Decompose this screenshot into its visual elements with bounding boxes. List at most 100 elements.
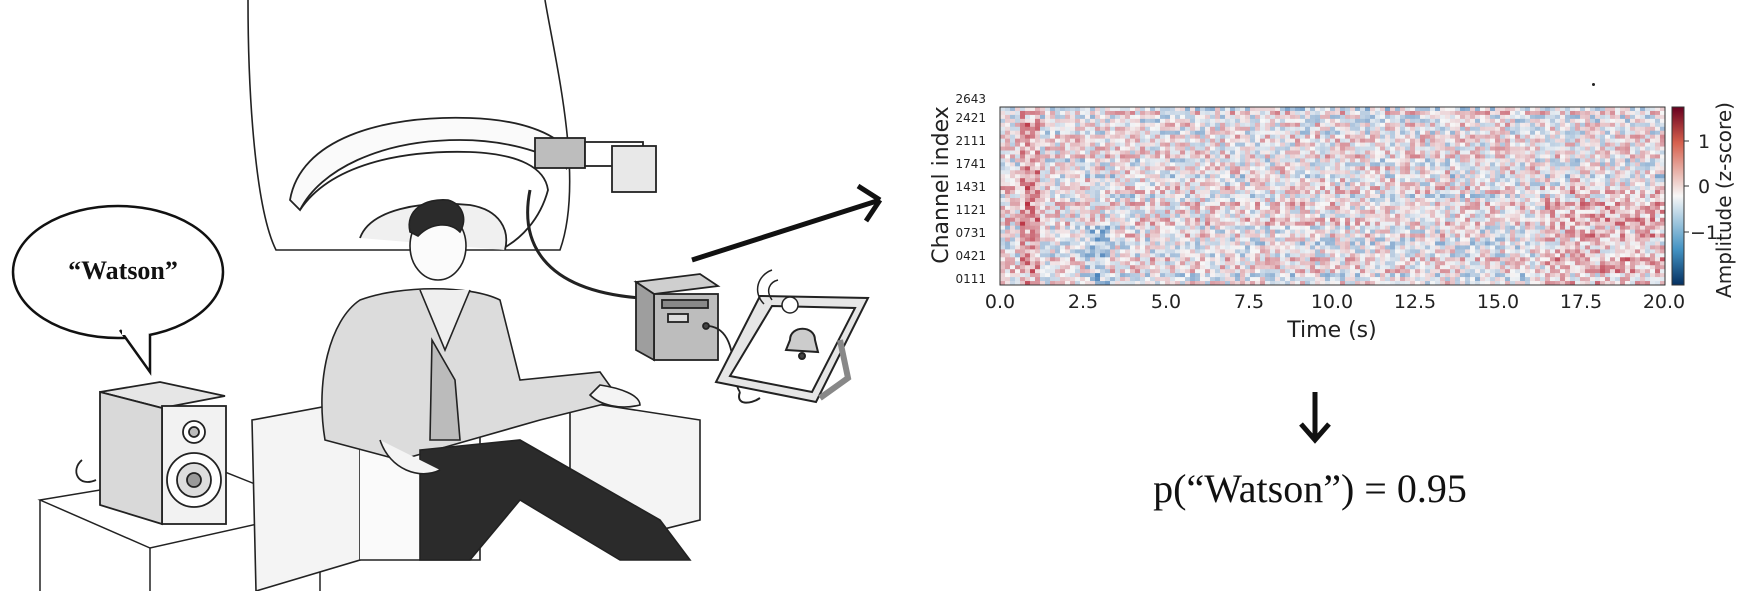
heatmap-cell (1060, 150, 1066, 155)
heatmap-cell (1095, 229, 1101, 234)
heatmap-cell (1330, 249, 1336, 254)
heatmap-cell (1015, 122, 1021, 128)
heatmap-cell (1360, 249, 1366, 254)
heatmap-cell (1565, 225, 1571, 230)
heatmap-cell (1120, 158, 1126, 163)
heatmap-cell (1305, 245, 1311, 250)
heatmap-cell (1385, 130, 1391, 135)
heatmap-cell (1000, 253, 1006, 258)
heatmap-cell (1180, 213, 1186, 219)
heatmap-cell (1135, 249, 1141, 254)
heatmap-cell (1165, 166, 1171, 171)
heatmap-cell (1660, 229, 1666, 234)
heatmap-cell (1520, 245, 1526, 250)
heatmap-cell (1165, 217, 1171, 223)
heatmap-cell (1380, 194, 1386, 199)
heatmap-cell (1190, 245, 1196, 250)
heatmap-cell (1085, 122, 1091, 128)
heatmap-cell (1590, 213, 1596, 219)
heatmap-cell (1505, 110, 1511, 116)
heatmap-cell (1450, 186, 1456, 191)
heatmap-cell (1030, 186, 1036, 191)
heatmap-cell (1050, 146, 1056, 151)
heatmap-cell (1545, 162, 1551, 167)
heatmap-cell (1455, 142, 1461, 147)
y-tick-label: 1121 (955, 203, 986, 217)
heatmap-cell (1650, 229, 1656, 234)
heatmap-cell (1485, 213, 1491, 219)
heatmap-cell (1235, 190, 1241, 195)
heatmap-cell (1340, 110, 1346, 116)
heatmap-cell (1415, 205, 1421, 211)
heatmap-cell (1625, 162, 1631, 167)
heatmap-cell (1510, 154, 1516, 159)
heatmap-cell (1300, 150, 1306, 155)
heatmap-cell (1065, 194, 1071, 199)
heatmap-cell (1105, 122, 1111, 128)
heatmap-cell (1470, 237, 1476, 242)
heatmap-cell (1260, 118, 1266, 124)
heatmap-cell (1025, 249, 1031, 254)
heatmap-cell (1250, 146, 1256, 151)
heatmap-cell (1045, 209, 1051, 215)
heatmap-cell (1610, 118, 1616, 124)
heatmap-cell (1140, 225, 1146, 230)
heatmap-cell (1225, 130, 1231, 135)
heatmap-cell (1310, 194, 1316, 199)
heatmap-cell (1095, 150, 1101, 155)
heatmap-cell (1325, 190, 1331, 195)
heatmap-cell (1660, 170, 1666, 175)
heatmap-cell (1140, 221, 1146, 226)
heatmap-cell (1265, 166, 1271, 171)
heatmap-cell (1190, 194, 1196, 199)
heatmap-cell (1150, 114, 1156, 120)
heatmap-cell (1545, 150, 1551, 155)
heatmap-cell (1250, 249, 1256, 254)
heatmap-cell (1620, 221, 1626, 226)
heatmap-cell (1460, 221, 1466, 226)
heatmap-cell (1380, 249, 1386, 254)
heatmap-cell (1055, 162, 1061, 167)
heatmap-cell (1125, 154, 1131, 159)
heatmap-cell (1090, 114, 1096, 120)
heatmap-cell (1360, 107, 1366, 112)
heatmap-cell (1040, 253, 1046, 258)
y-tick-label: 0731 (955, 226, 986, 240)
heatmap-cell (1305, 241, 1311, 246)
heatmap-cell (1495, 154, 1501, 159)
heatmap-cell (1440, 229, 1446, 234)
heatmap-cell (1120, 217, 1126, 223)
heatmap-cell (1050, 209, 1056, 215)
heatmap-cell (1220, 130, 1226, 135)
heatmap-cell (1630, 237, 1636, 242)
heatmap-cell (1590, 186, 1596, 191)
heatmap-cell (1485, 122, 1491, 128)
heatmap-cell (1485, 166, 1491, 171)
heatmap-cell (1330, 190, 1336, 195)
heatmap-cell (1065, 245, 1071, 250)
heatmap-cell (1405, 166, 1411, 171)
heatmap-cell (1015, 170, 1021, 175)
heatmap-cell (1255, 241, 1261, 246)
heatmap-cell (1335, 225, 1341, 230)
heatmap-cell (1100, 209, 1106, 215)
heatmap-cell (1300, 118, 1306, 124)
heatmap-cell (1040, 217, 1046, 223)
heatmap-cell (1430, 249, 1436, 254)
heatmap-cell (1345, 229, 1351, 234)
heatmap-cell (1350, 205, 1356, 211)
heatmap-cell (1140, 158, 1146, 163)
heatmap-cell (1370, 201, 1376, 207)
heatmap-cell (1100, 170, 1106, 175)
heatmap-cell (1145, 190, 1151, 195)
heatmap-cell (1585, 158, 1591, 163)
heatmap-cell (1380, 186, 1386, 191)
heatmap-cell (1210, 190, 1216, 195)
heatmap-cell (1580, 150, 1586, 155)
heatmap-cell (1030, 138, 1036, 143)
heatmap-cell (1440, 107, 1446, 112)
heatmap-cell (1500, 229, 1506, 234)
heatmap-cell (1555, 241, 1561, 246)
heatmap-cell (1025, 166, 1031, 171)
heatmap-cell (1350, 245, 1356, 250)
